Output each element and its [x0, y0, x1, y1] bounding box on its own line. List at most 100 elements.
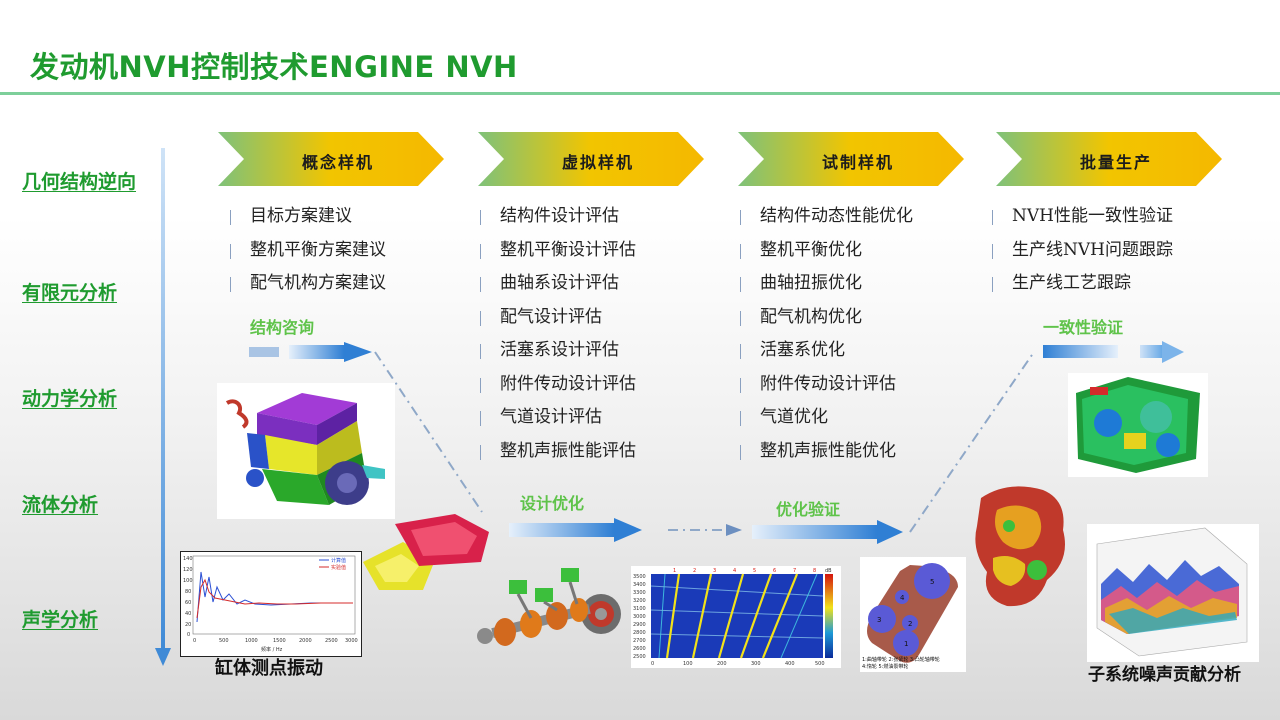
y-tick: 20: [185, 622, 191, 628]
fea-model-icon: [1068, 373, 1208, 477]
stage-label: 试制样机: [821, 153, 894, 172]
list-item: 整机平衡方案建议: [228, 234, 386, 268]
x-tick: 2000: [299, 638, 312, 644]
list-item: 结构件动态性能优化: [738, 200, 913, 234]
pulley-number: 1: [904, 640, 908, 648]
y-tick: 100: [183, 578, 193, 584]
x-tick: 3000: [345, 638, 358, 644]
belt-legend: 4:惰轮 5:燃油泵带轮: [862, 663, 908, 670]
noise-waterfall-plot: [1087, 524, 1259, 662]
list-item: 生产线NVH问题跟踪: [990, 234, 1173, 268]
belt-drive-diagram: 5 4 3 2 1 1:曲轴带轮 2:张紧轮 3:凸轮轴带轮 4:惰轮 5:燃油…: [860, 557, 966, 672]
list-item: 附件传动设计评估: [738, 368, 913, 402]
x-tick: 500: [815, 661, 825, 667]
production-item-list: NVH性能一致性验证 生产线NVH问题跟踪 生产线工艺跟踪: [990, 200, 1173, 301]
list-item: 整机平衡优化: [738, 234, 913, 268]
x-tick: 300: [751, 661, 761, 667]
y-tick: 3400: [633, 582, 646, 588]
y-tick: 40: [185, 611, 191, 617]
page-title: 发动机NVH控制技术ENGINE NVH: [30, 50, 518, 84]
stage-label: 虚拟样机: [561, 153, 634, 172]
engine-block-fea-image: [967, 480, 1077, 614]
stage-concept: 概念样机: [218, 130, 446, 188]
caption-cylinder-vibration: 缸体测点振动: [215, 658, 323, 679]
list-item: 整机声振性能优化: [738, 435, 913, 469]
vibration-plot: 140 120 100 80 60 40 20 0 0 500 1000 150…: [183, 555, 358, 653]
crankshaft-image: [477, 568, 621, 646]
y-tick: 120: [183, 567, 193, 573]
label-dynamics: 动力学分析: [22, 388, 118, 410]
list-item: 整机声振性能评估: [478, 435, 636, 469]
colorbar-unit: dB: [825, 568, 832, 574]
list-item: NVH性能一致性验证: [990, 200, 1173, 234]
belt-drive-plot: 5 4 3 2 1 1:曲轴带轮 2:张紧轮 3:凸轮轴带轮 4:惰轮 5:燃油…: [862, 563, 958, 670]
x-tick: 2500: [325, 638, 338, 644]
stage-label: 批量生产: [1079, 153, 1152, 172]
flow-label-structure: 结构咨询: [250, 318, 315, 337]
waterfall-3d-icon: [1096, 527, 1248, 657]
x-tick: 100: [683, 661, 693, 667]
flow-label-design-opt: 设计优化: [520, 494, 585, 513]
list-item: 曲轴扭振优化: [738, 267, 913, 301]
list-item: 曲轴系设计评估: [478, 267, 636, 301]
label-fea: 有限元分析: [22, 282, 118, 304]
list-item: 活塞系优化: [738, 334, 913, 368]
list-item: 活塞系设计评估: [478, 334, 636, 368]
order-label: 5: [753, 568, 756, 574]
list-item: 生产线工艺跟踪: [990, 267, 1173, 301]
pulley-number: 3: [877, 616, 881, 624]
caption-subsystem-noise: 子系统噪声贡献分析: [1088, 665, 1241, 685]
list-item: 附件传动设计评估: [478, 368, 636, 402]
legend-computed: 计算值: [331, 557, 346, 564]
list-item: 配气设计评估: [478, 301, 636, 335]
list-item: 整机平衡设计评估: [478, 234, 636, 268]
order-label: 8: [813, 568, 816, 574]
list-item: 结构件设计评估: [478, 200, 636, 234]
y-tick: 3200: [633, 598, 646, 604]
x-tick: 400: [785, 661, 795, 667]
belt-legend: 1:曲轴带轮 2:张紧轮 3:凸轮轴带轮: [862, 656, 940, 663]
stage-mass-production: 批量生产: [996, 130, 1224, 188]
chevron-icon: [218, 132, 444, 186]
engine-cover-parts-image: [363, 514, 489, 590]
y-tick: 0: [187, 632, 190, 638]
y-tick: 140: [183, 556, 193, 562]
y-tick: 2700: [633, 638, 646, 644]
x-tick: 0: [193, 638, 196, 644]
flow-label-opt-verify: 优化验证: [776, 500, 841, 519]
flow-label-consistency: 一致性验证: [1043, 318, 1124, 337]
x-axis-label: 频率 / Hz: [261, 646, 283, 653]
chevron-icon: [738, 132, 964, 186]
y-tick: 3100: [633, 606, 646, 612]
list-item: 气道优化: [738, 401, 913, 435]
virtual-item-list: 结构件设计评估 整机平衡设计评估 曲轴系设计评估 配气设计评估 活塞系设计评估 …: [478, 200, 636, 468]
x-tick: 200: [717, 661, 727, 667]
order-label: 7: [793, 568, 796, 574]
stage-virtual: 虚拟样机: [478, 130, 706, 188]
stage-prototype: 试制样机: [738, 130, 966, 188]
label-geometry-reverse: 几何结构逆向: [22, 171, 137, 193]
concept-item-list: 目标方案建议 整机平衡方案建议 配气机构方案建议: [228, 200, 386, 301]
chevron-icon: [478, 132, 704, 186]
order-label: 4: [733, 568, 736, 574]
chevron-icon: [996, 132, 1222, 186]
order-label: 1: [673, 568, 676, 574]
campbell-plot: 3500 3400 3300 3200 3100 3000 2900 2800 …: [633, 568, 833, 667]
label-acoustics: 声学分析: [22, 609, 99, 631]
y-tick: 2800: [633, 630, 646, 636]
x-tick: 1500: [273, 638, 286, 644]
y-tick: 80: [185, 589, 191, 595]
list-item: 目标方案建议: [228, 200, 386, 234]
y-tick: 2900: [633, 622, 646, 628]
pulley-number: 4: [900, 594, 905, 602]
fea-mesh-icon: [975, 486, 1065, 607]
order-label: 3: [713, 568, 716, 574]
prototype-item-list: 结构件动态性能优化 整机平衡优化 曲轴扭振优化 配气机构优化 活塞系优化 附件传…: [738, 200, 913, 468]
list-item: 气道设计评估: [478, 401, 636, 435]
x-tick: 1000: [245, 638, 258, 644]
list-item: 配气机构方案建议: [228, 267, 386, 301]
engine-cad-image: [217, 383, 395, 519]
y-tick: 3300: [633, 590, 646, 596]
y-tick: 60: [185, 600, 191, 606]
